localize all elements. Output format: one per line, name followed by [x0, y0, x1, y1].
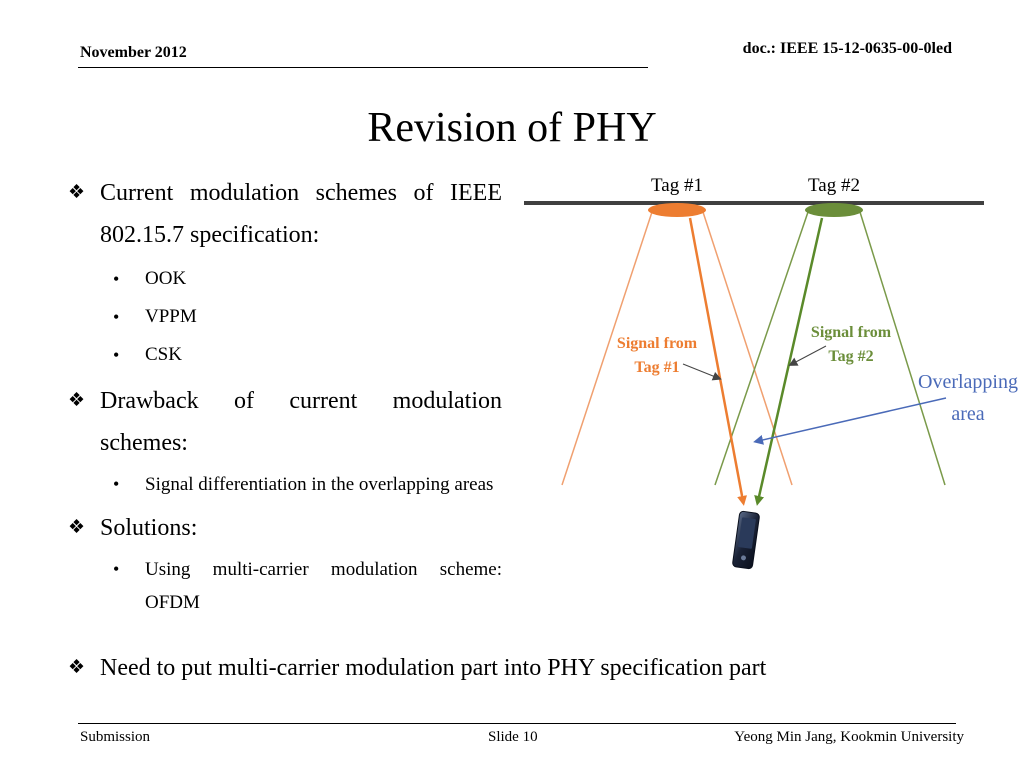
header-date: November 2012 [80, 44, 187, 61]
footer-slide-number: Slide 10 [488, 729, 538, 745]
final-bullet-text: Need to put multi-carrier modulation par… [100, 655, 767, 681]
signal1-label-line2: Tag #1 [634, 359, 679, 376]
final-bullet: ❖ Need to put multi-carrier modulation p… [68, 648, 766, 688]
overlap-label-line1: Overlapping [918, 371, 1018, 393]
sub-list: • Using multi-carrier modulation scheme:… [68, 549, 502, 625]
diamond-bullet-icon: ❖ [68, 517, 86, 538]
phone-icon [732, 510, 760, 570]
tag1-label: Tag #1 [651, 175, 703, 196]
sub-bullet-text: Using multi-carrier modulation scheme: O… [145, 559, 502, 613]
dot-bullet-icon: • [113, 269, 120, 289]
bullet-item: ❖ Drawback of current modulation schemes… [68, 380, 502, 464]
sub-bullet-text: Signal differentiation in the overlappin… [145, 474, 494, 495]
sub-bullet-item: • OOK [113, 260, 502, 298]
signal1-label-line1: Signal from [617, 335, 698, 352]
sub-list: • Signal differentiation in the overlapp… [68, 464, 502, 507]
signal2-callout [788, 345, 827, 366]
header-doc-id: doc.: IEEE 15-12-0635-00-0led [742, 40, 952, 57]
header-divider [78, 67, 648, 68]
tag2-cone-left [714, 211, 809, 486]
tag1-cone-left [561, 211, 653, 486]
sub-bullet-text: VPPM [145, 306, 197, 327]
dot-bullet-icon: • [113, 307, 120, 327]
tag2-signal-arrow [754, 217, 824, 506]
sub-bullet-item: • CSK [113, 336, 502, 374]
signal1-callout [682, 363, 722, 381]
bullet-text: Drawback of current modulation schemes: [100, 388, 502, 456]
sub-bullet-item: • VPPM [113, 298, 502, 336]
diamond-bullet-icon: ❖ [68, 182, 86, 203]
signal2-label-line1: Signal from [811, 324, 892, 341]
bullet-text: Current modulation schemes of IEEE 802.1… [100, 180, 502, 248]
tag1-emitter [648, 203, 706, 217]
sub-list: • OOK • VPPM • CSK [68, 256, 502, 380]
tag1-cone-right [702, 211, 793, 486]
dot-bullet-icon: • [113, 474, 120, 494]
footer-author: Yeong Min Jang, Kookmin University [734, 729, 964, 745]
tag1-signal-arrow [688, 217, 747, 506]
bullet-item: ❖ Current modulation schemes of IEEE 802… [68, 172, 502, 256]
dot-bullet-icon: • [113, 345, 120, 365]
tag2-emitter [805, 203, 863, 217]
footer-divider [78, 723, 956, 724]
overlap-arrow [753, 397, 947, 445]
footer-submission: Submission [80, 729, 151, 745]
sub-bullet-text: OOK [145, 268, 187, 289]
diamond-bullet-icon: ❖ [68, 657, 86, 678]
diamond-bullet-icon: ❖ [68, 390, 86, 411]
sub-bullet-text: CSK [145, 344, 182, 365]
signal2-label-line2: Tag #2 [828, 348, 873, 365]
tag2-cone-right [859, 211, 946, 486]
overlap-label-line2: area [951, 403, 984, 425]
tag2-label: Tag #2 [808, 175, 860, 196]
dot-bullet-icon: • [113, 559, 120, 579]
bullet-text: Solutions: [100, 515, 198, 541]
bullet-content: ❖ Current modulation schemes of IEEE 802… [68, 172, 502, 625]
slide-title: Revision of PHY [367, 105, 657, 151]
bullet-item: ❖ Solutions: [68, 507, 502, 549]
sub-bullet-item: • Using multi-carrier modulation scheme:… [113, 553, 502, 619]
sub-bullet-item: • Signal differentiation in the overlapp… [113, 468, 502, 501]
